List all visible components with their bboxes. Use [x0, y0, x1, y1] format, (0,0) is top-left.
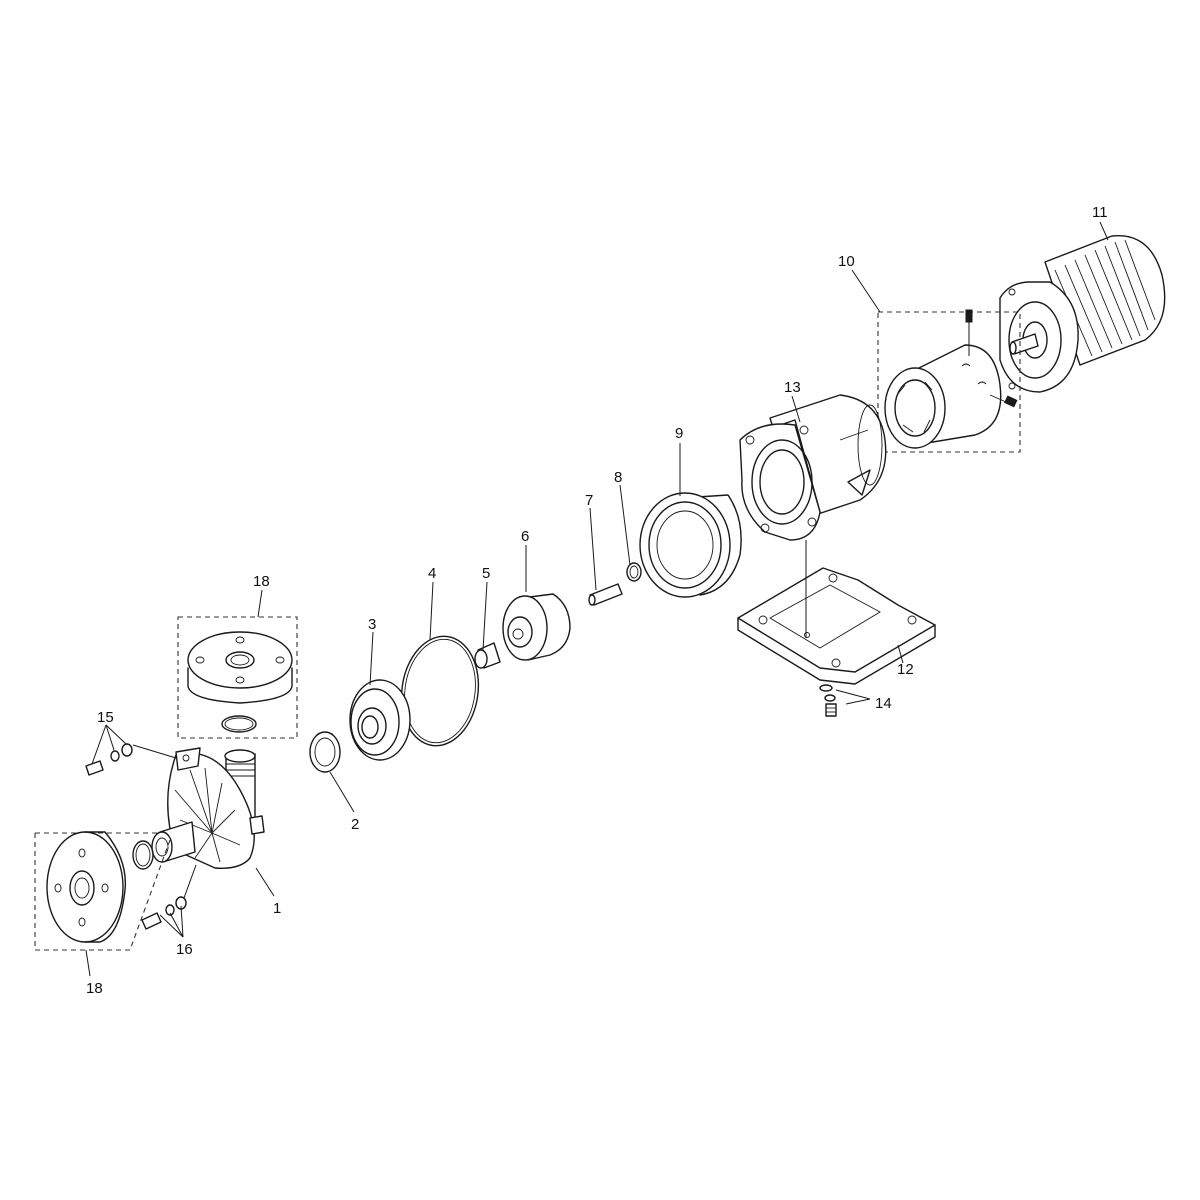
part-8-thrust-ring	[626, 562, 642, 582]
part-15-screws	[85, 743, 177, 776]
callout-6: 6	[521, 528, 529, 545]
callout-1: 1	[273, 900, 281, 917]
callout-4: 4	[428, 565, 436, 582]
part-18-bottom-flange-group	[34, 831, 171, 951]
callout-16: 16	[176, 941, 193, 958]
part-5-bushing	[474, 642, 501, 669]
part-1-pump-casing	[151, 747, 265, 869]
part-9-rear-casing	[639, 492, 742, 598]
part-3-impeller-plate	[349, 679, 411, 761]
part-2-clamp-ring	[309, 731, 341, 773]
part-18-top-flange-group	[177, 616, 298, 739]
callout-12: 12	[897, 661, 914, 678]
part-12-base-plate	[737, 540, 936, 685]
callout-10: 10	[838, 253, 855, 270]
part-4-o-ring	[400, 635, 480, 747]
part-6-inner-magnet	[502, 593, 571, 661]
callout-18-top: 18	[253, 573, 270, 590]
callout-11: 11	[1092, 204, 1108, 221]
callout-2: 2	[351, 816, 359, 833]
part-11-motor	[999, 234, 1166, 393]
callout-14: 14	[875, 695, 892, 712]
callout-3: 3	[368, 616, 376, 633]
leader-lines	[85, 221, 1109, 977]
callout-7: 7	[585, 492, 593, 509]
callout-5: 5	[482, 565, 490, 582]
callout-9: 9	[675, 425, 683, 442]
callout-18-bottom: 18	[86, 980, 103, 997]
part-7-shaft	[588, 583, 623, 606]
part-10-outer-magnet-group	[877, 309, 1021, 453]
part-16-screws	[141, 864, 197, 930]
callout-labels: 11 10 13 9 8 7 6 5 4 3 2 1 18 12 14 15 1…	[86, 204, 1108, 997]
callout-15: 15	[97, 709, 114, 726]
callout-8: 8	[614, 469, 622, 486]
part-14-base-screws	[819, 684, 871, 717]
part-13-bracket-housing	[739, 394, 887, 541]
callout-13: 13	[784, 379, 801, 396]
